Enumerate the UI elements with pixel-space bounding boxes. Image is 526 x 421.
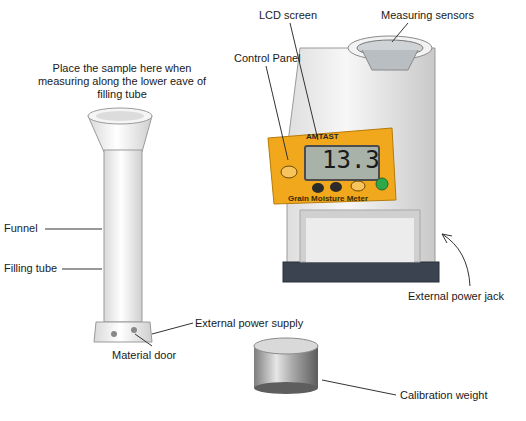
calibration-weight bbox=[254, 338, 318, 394]
part-label: Material door bbox=[112, 349, 176, 362]
part-label: Filling tube bbox=[4, 262, 57, 275]
part-label: External power supply bbox=[195, 317, 303, 330]
device-text: Grain Moisture Meter bbox=[288, 194, 368, 204]
part-label: Measuring sensors bbox=[381, 9, 474, 22]
part-label: LCD screen bbox=[259, 9, 317, 22]
part-label: Funnel bbox=[4, 222, 38, 235]
note: Place the sample here when measuring alo… bbox=[36, 62, 208, 102]
filling-tube bbox=[88, 108, 152, 342]
display-reading: 13.3 bbox=[322, 148, 380, 172]
brand-text: AMTAST bbox=[306, 132, 339, 142]
part-label: Calibration weight bbox=[400, 389, 487, 402]
part-label: External power jack bbox=[408, 290, 504, 303]
part-label: Control Panel bbox=[234, 52, 301, 65]
moisture-meter bbox=[268, 36, 439, 282]
